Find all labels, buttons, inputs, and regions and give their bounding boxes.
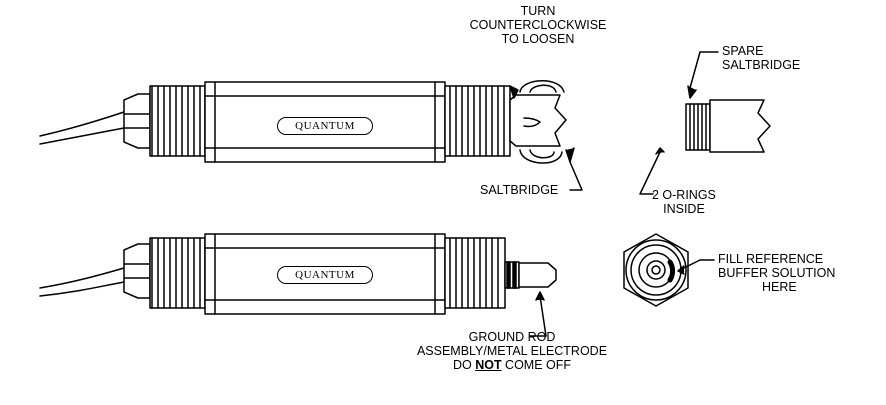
saltbridge-top xyxy=(509,94,567,147)
thread-left-bottom xyxy=(149,237,206,309)
nut-top xyxy=(123,93,151,149)
label-saltbridge: SALTBRIDGE xyxy=(480,183,559,197)
label-ground-rod: GROUND ROD ASSEMBLY/METAL ELECTRODE DO N… xyxy=(416,330,608,372)
ground-rod-assembly xyxy=(504,261,557,289)
thread-left-top xyxy=(149,85,206,157)
thread-right-bottom xyxy=(444,237,506,309)
leader-lines xyxy=(529,51,719,337)
not-emphasis: NOT xyxy=(475,358,502,372)
nut-bottom xyxy=(123,243,151,299)
cable-top xyxy=(39,111,125,145)
brand-plate-top: QUANTUM xyxy=(277,117,373,135)
label-turn-counterclockwise: TURN COUNTERCLOCKWISE TO LOOSEN xyxy=(469,4,607,46)
rotation-arrow xyxy=(509,80,565,164)
label-spare-saltbridge: SPARE SALTBRIDGE xyxy=(722,44,801,72)
label-o-rings: 2 O-RINGS INSIDE xyxy=(652,188,716,216)
spare-saltbridge xyxy=(685,99,771,153)
brand-plate-bottom: QUANTUM xyxy=(277,266,373,284)
cable-bottom xyxy=(39,267,125,297)
label-fill-reference: FILL REFERENCE BUFFER SOLUTION HERE xyxy=(718,252,836,294)
thread-right-top xyxy=(444,85,511,157)
